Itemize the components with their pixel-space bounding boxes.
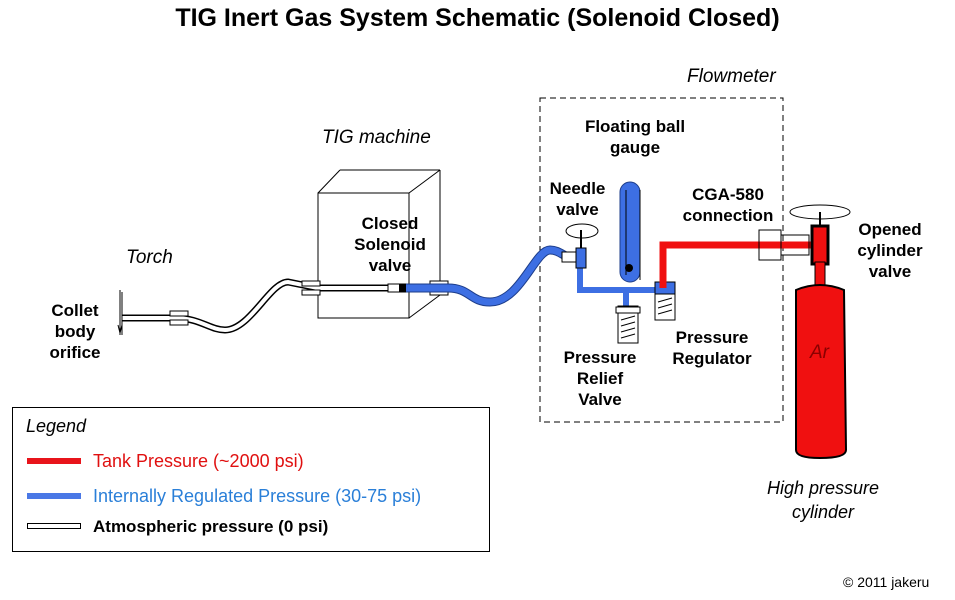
legend-item-regulated: Internally Regulated Pressure (30-75 psi… (93, 486, 422, 506)
floating-ball-gauge-icon (619, 181, 641, 283)
legend-title: Legend (26, 416, 87, 436)
atmospheric-hose (122, 278, 395, 334)
legend-swatch-regulated (27, 493, 81, 499)
needle-valve-icon (561, 223, 599, 269)
cylinder-valve-icon (789, 204, 851, 266)
argon-cylinder-icon (795, 261, 848, 460)
legend: Legend Tank Pressure (~2000 psi) Interna… (12, 407, 490, 552)
legend-item-atmospheric: Atmospheric pressure (0 psi) (93, 517, 329, 536)
label-tig-machine: TIG machine (322, 127, 431, 148)
pressure-relief-valve-icon (615, 305, 641, 344)
legend-swatch-atmospheric (27, 523, 81, 529)
label-gas: Ar (810, 342, 829, 363)
label-flowmeter: Flowmeter (687, 66, 776, 87)
label-torch: Torch (126, 247, 173, 268)
legend-swatch-tank (27, 458, 81, 464)
legend-item-tank: Tank Pressure (~2000 psi) (93, 451, 304, 471)
solenoid-valve-icon (387, 283, 407, 293)
cga-580-connection-icon (758, 229, 810, 261)
copyright: © 2011 jakeru (843, 574, 930, 590)
diagram-title: TIG Inert Gas System Schematic (Solenoid… (175, 4, 780, 32)
regulated-hose (406, 245, 662, 312)
tig-machine-box (317, 169, 441, 319)
tank-pressure-line (659, 241, 818, 288)
